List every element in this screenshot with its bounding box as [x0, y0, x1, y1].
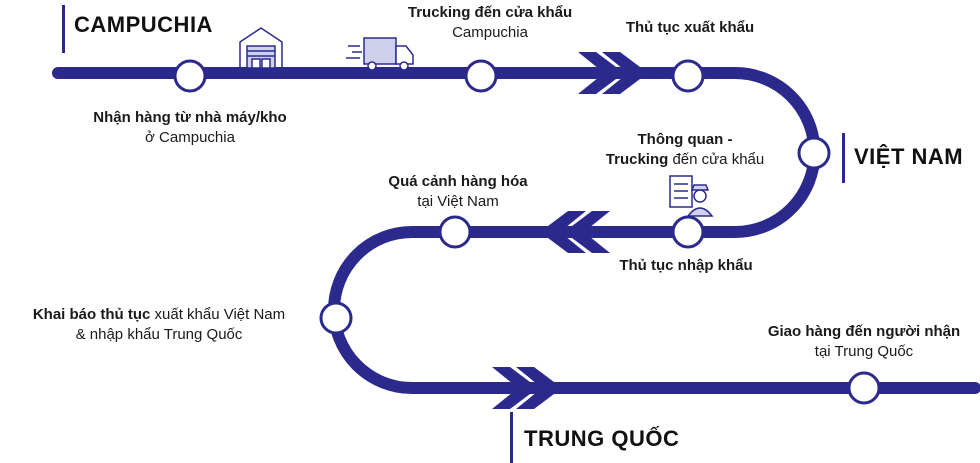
- node-pickup: [173, 59, 207, 93]
- step-import-label: Thủ tục nhập khẩu: [600, 256, 772, 276]
- step-pickup-label: Nhận hàng từ nhà máy/kho ở Campuchia: [70, 108, 310, 148]
- step-trucking-label: Trucking đến cửa khẩu Campuchia: [380, 3, 600, 43]
- step-delivery-subtitle: tại Trung Quốc: [814, 343, 914, 360]
- chevron-left-icon: [540, 211, 610, 253]
- step-delivery-label: Giao hàng đến người nhận tại Trung Quốc: [750, 322, 978, 362]
- customs-officer-icon: [669, 175, 714, 217]
- chevron-right-icon: [578, 52, 648, 94]
- step-transit-subtitle: tại Việt Nam: [417, 193, 499, 210]
- step-declaration-subtitle: & nhập khẩu Trung Quốc: [75, 326, 243, 343]
- step-transit-label: Quá cảnh hàng hóa tại Việt Nam: [365, 172, 551, 212]
- step-trucking-title: Trucking đến cửa khẩu: [407, 4, 573, 21]
- step-transit-title: Quá cảnh hàng hóa: [388, 173, 528, 190]
- region-divider-vietnam: [842, 133, 845, 183]
- step-delivery-title: Giao hàng đến người nhận: [767, 323, 961, 340]
- region-trung-quoc: TRUNG QUỐC: [524, 426, 680, 451]
- step-clearance-trucking: Trucking: [605, 151, 669, 168]
- step-declaration-rest: xuất khẩu Việt Nam: [150, 306, 286, 323]
- step-import-title: Thủ tục nhập khẩu: [619, 257, 753, 274]
- step-clearance-label: Thông quan - Trucking đến cửa khẩu: [580, 130, 790, 170]
- step-export-label: Thủ tục xuất khẩu: [600, 18, 780, 38]
- region-campuchia: CAMPUCHIA: [74, 12, 213, 37]
- node-trucking-cambodia: [464, 59, 498, 93]
- step-trucking-subtitle: Campuchia: [452, 24, 528, 41]
- chevron-right-icon: [492, 367, 562, 409]
- node-import-procedure: [671, 215, 705, 249]
- step-clearance-rest: đến cửa khẩu: [668, 151, 765, 168]
- step-declaration-label: Khai báo thủ tục xuất khẩu Việt Nam & nh…: [2, 305, 316, 345]
- node-clearance: [797, 136, 831, 170]
- warehouse-icon: [239, 27, 283, 69]
- truck-icon: [346, 37, 414, 71]
- step-pickup-title: Nhận hàng từ nhà máy/kho: [93, 109, 287, 126]
- node-declaration: [319, 301, 353, 335]
- step-declaration-title: Khai báo thủ tục: [32, 306, 151, 323]
- node-delivery: [847, 371, 881, 405]
- step-export-title: Thủ tục xuất khẩu: [625, 19, 755, 36]
- node-transit-vietnam: [438, 215, 472, 249]
- region-divider-campuchia: [62, 5, 65, 53]
- region-divider-trung-quoc: [510, 412, 513, 463]
- step-pickup-subtitle: ở Campuchia: [145, 129, 235, 146]
- node-export-procedure: [671, 59, 705, 93]
- region-vietnam: VIỆT NAM: [854, 144, 964, 169]
- step-clearance-title: Thông quan -: [637, 131, 733, 148]
